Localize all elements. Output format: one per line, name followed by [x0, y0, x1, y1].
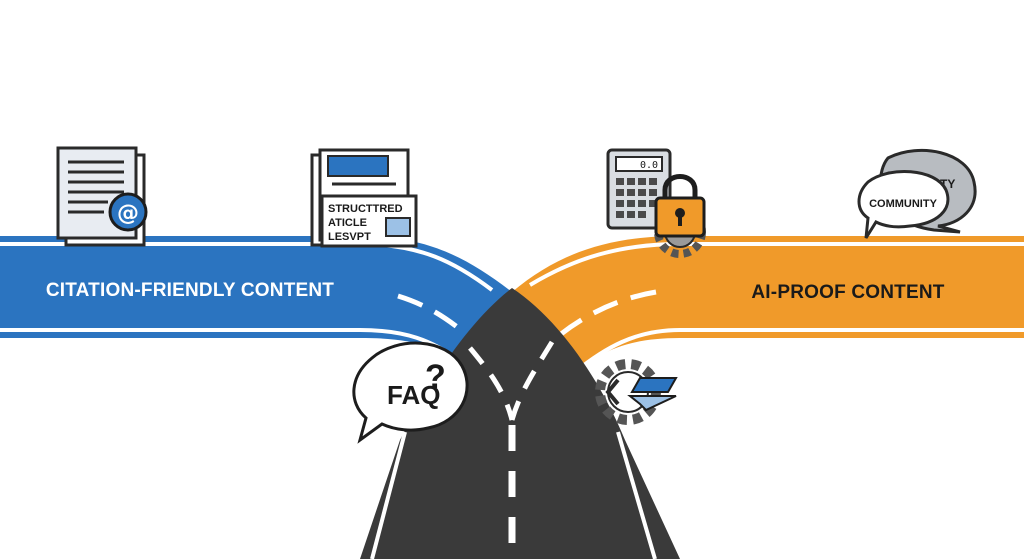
svg-text:@: @: [117, 201, 139, 226]
center-road: [360, 288, 680, 559]
faq-question-mark: ?: [425, 358, 446, 396]
calculator-display: 0.0: [640, 160, 658, 171]
document-at-icon: @: [56, 146, 148, 247]
structured-doc-line1: STRUCTTRED: [328, 203, 403, 215]
gear-arrow-icon: [595, 359, 678, 425]
structured-doc-line3: LESVPT: [328, 231, 371, 243]
structured-article-icon: STRUCTTRED ATICLE LESVPT: [310, 148, 418, 248]
faq-text: FAQ: [387, 380, 440, 410]
structured-doc-line2: ATICLE: [328, 217, 367, 229]
community-text: COMMUNITY: [869, 198, 937, 210]
left-road-label: CITATION-FRIENDLY CONTENT: [46, 280, 334, 301]
right-road: [512, 236, 1024, 378]
faq-bubble-icon: FAQ ?: [352, 341, 469, 444]
community-bubbles-icon: TY COMMUNITY: [857, 149, 977, 239]
right-road-label: AI-PROOF CONTENT: [751, 282, 944, 303]
padlock-icon: [654, 174, 706, 238]
